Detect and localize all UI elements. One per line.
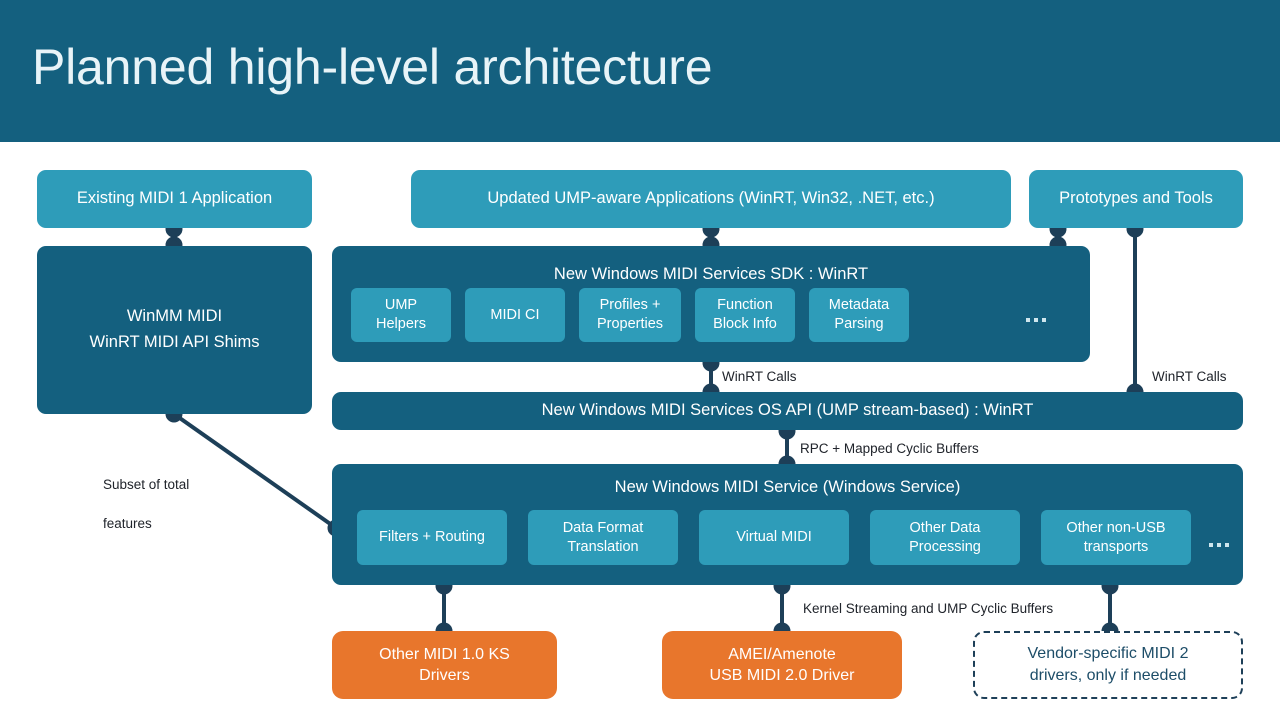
box-label-line2: drivers, only if needed (1029, 667, 1187, 684)
box-label-line2: USB MIDI 2.0 Driver (709, 667, 855, 684)
chip-label-line2: transports (1083, 538, 1149, 555)
chip-label-line2: Translation (567, 538, 639, 555)
chip-label-line1: Filters + Routing (379, 529, 485, 546)
label-winrt-calls-sdk: WinRT Calls (722, 369, 797, 384)
chip-label-line1: Virtual MIDI (736, 529, 812, 546)
sdk-more-ellipsis-icon (1026, 318, 1046, 322)
chip-label-line1: Data Format (562, 519, 644, 536)
box-label-line1: Other MIDI 1.0 KS (379, 645, 510, 663)
chip-ump-helpers[interactable]: UMP Helpers (351, 288, 451, 342)
box-winmm-winrt-shims[interactable]: WinMM MIDI WinRT MIDI API Shims (37, 246, 312, 414)
box-existing-midi1-application[interactable]: Existing MIDI 1 Application (37, 170, 312, 228)
chip-other-data-processing[interactable]: Other Data Processing (870, 510, 1020, 565)
chip-label-line1: Other non-USB (1066, 519, 1166, 536)
chip-function-block-info[interactable]: Function Block Info (695, 288, 795, 342)
chip-label-line1: Profiles + (599, 297, 661, 314)
box-label-line1: WinMM MIDI (126, 307, 223, 326)
box-label: Existing MIDI 1 Application (76, 189, 273, 208)
chip-label-line2: Helpers (376, 316, 426, 332)
box-label: Prototypes and Tools (1059, 189, 1213, 208)
box-prototypes-and-tools[interactable]: Prototypes and Tools (1029, 170, 1243, 228)
chip-label-line1: MIDI CI (490, 306, 540, 323)
chip-metadata-parsing[interactable]: Metadata Parsing (809, 288, 909, 342)
box-amei-amenote-usb-midi2-driver[interactable]: AMEI/Amenote USB MIDI 2.0 Driver (662, 631, 902, 699)
chip-filters-routing[interactable]: Filters + Routing (357, 510, 507, 565)
box-label: New Windows MIDI Services OS API (UMP st… (541, 401, 1034, 420)
note-subset-of-total-features: Subset of total features (103, 455, 189, 553)
box-midi-services-os-api[interactable]: New Windows MIDI Services OS API (UMP st… (332, 392, 1243, 430)
box-label-line2: WinRT MIDI API Shims (89, 333, 260, 351)
chip-virtual-midi[interactable]: Virtual MIDI (699, 510, 849, 565)
chip-data-format-translation[interactable]: Data Format Translation (528, 510, 678, 565)
box-label-line1: Vendor-specific MIDI 2 (1027, 645, 1189, 663)
box-label-line2: Drivers (419, 667, 470, 684)
service-more-ellipsis-icon (1209, 543, 1229, 547)
box-label: Updated UMP-aware Applications (WinRT, W… (487, 189, 935, 208)
chip-other-non-usb-transports[interactable]: Other non-USB transports (1041, 510, 1191, 565)
chip-label-line1: Other Data (909, 519, 981, 536)
chip-label-line1: UMP (384, 297, 418, 314)
header-band: Planned high-level architecture (0, 0, 1280, 142)
chip-midi-ci[interactable]: MIDI CI (465, 288, 565, 342)
label-kernel-streaming-ump-buffers: Kernel Streaming and UMP Cyclic Buffers (803, 601, 1054, 616)
service-title: New Windows MIDI Service (Windows Servic… (614, 478, 961, 496)
box-vendor-specific-midi2-drivers[interactable]: Vendor-specific MIDI 2 drivers, only if … (973, 631, 1243, 699)
note-line1: Subset of total (103, 476, 190, 492)
chip-label-line2: Parsing (834, 316, 884, 332)
label-winrt-calls-prototypes: WinRT Calls (1152, 369, 1227, 384)
chip-label-line1: Metadata (828, 297, 890, 314)
chip-profiles-properties[interactable]: Profiles + Properties (579, 288, 681, 342)
chip-label-line2: Processing (909, 538, 981, 555)
note-line2: features (103, 515, 152, 531)
chip-label-line1: Function (717, 297, 773, 314)
page-title: Planned high-level architecture (32, 39, 713, 95)
box-other-midi1-ks-drivers[interactable]: Other MIDI 1.0 KS Drivers (332, 631, 557, 699)
connector-shims-to-service (172, 412, 338, 530)
chip-label-line2: Properties (596, 316, 664, 332)
chip-label-line2: Block Info (713, 316, 777, 332)
sdk-title: New Windows MIDI Services SDK : WinRT (553, 265, 869, 283)
box-updated-ump-aware-applications[interactable]: Updated UMP-aware Applications (WinRT, W… (411, 170, 1011, 228)
box-label-line1: AMEI/Amenote (728, 645, 836, 663)
label-rpc-mapped-cyclic-buffers: RPC + Mapped Cyclic Buffers (800, 441, 979, 456)
